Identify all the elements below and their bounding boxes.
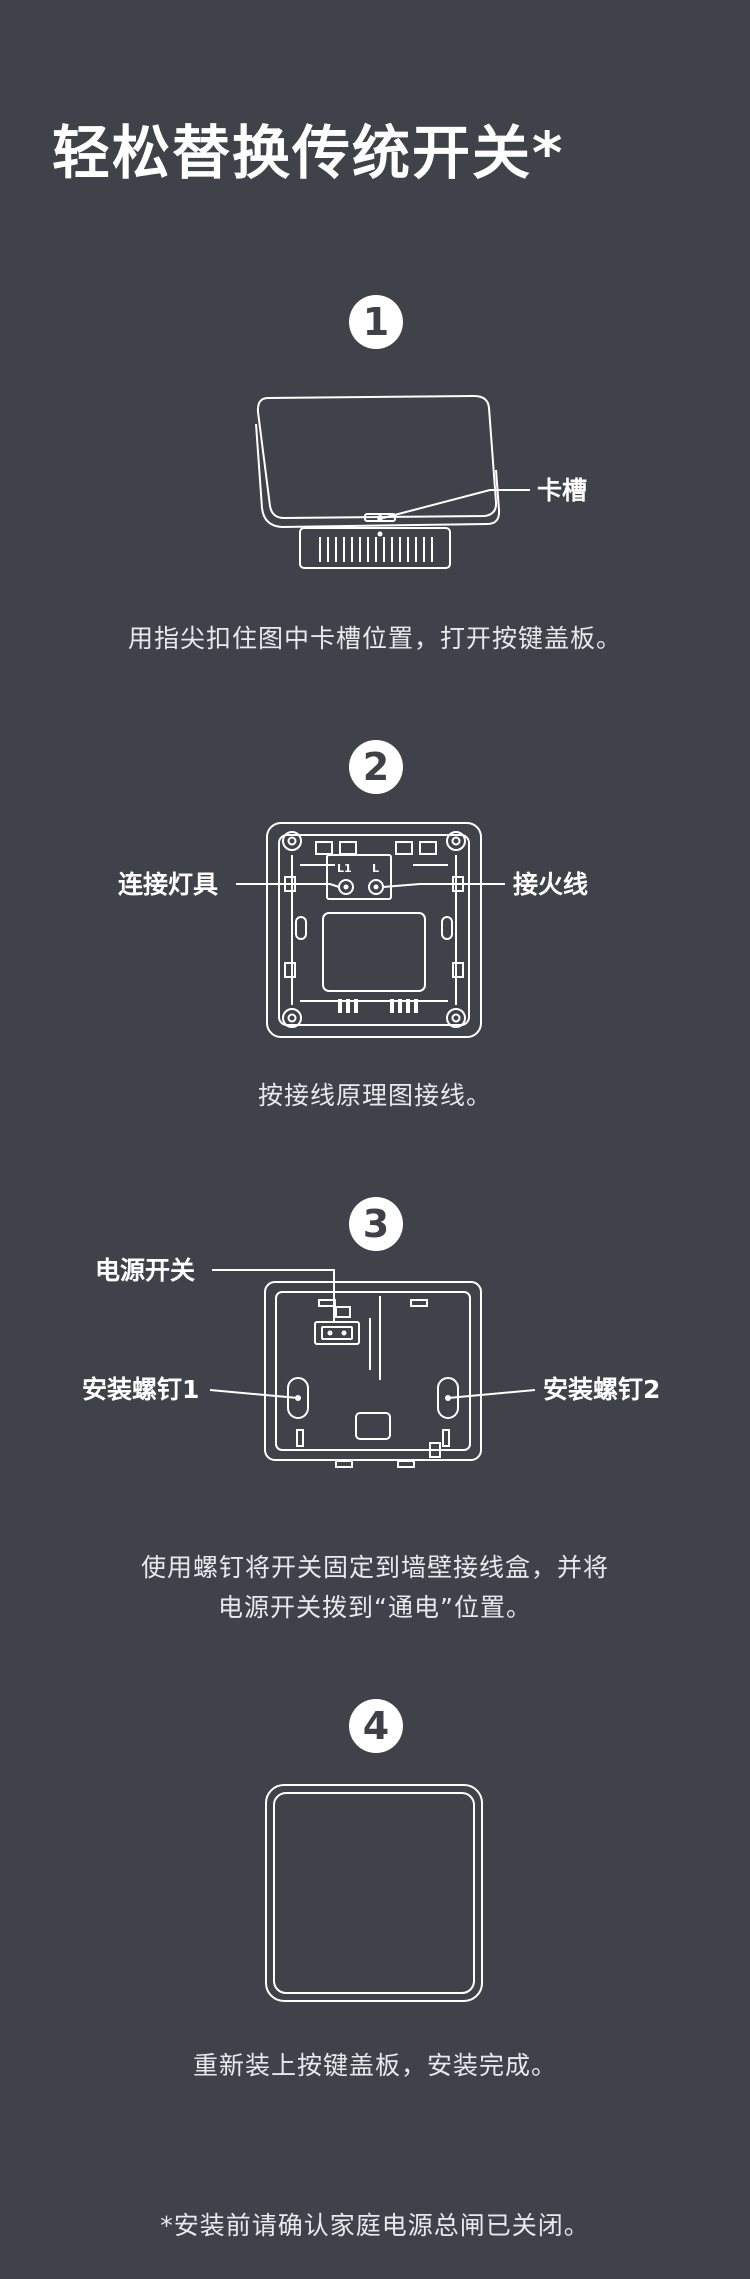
step-1-illustration (255, 394, 530, 569)
live-wire-label: 接火线 (513, 870, 589, 899)
step-3-caption-line-2: 电源开关拨到“通电”位置。 (218, 1593, 532, 1622)
slot-label: 卡槽 (537, 476, 588, 505)
lamp-label: 连接灯具 (118, 870, 219, 899)
screw-2-label: 安装螺钉2 (543, 1375, 661, 1404)
step-3-illustration (209, 1269, 536, 1468)
step-4-badge: 4 (349, 1699, 403, 1753)
step-3-badge: 3 (349, 1197, 403, 1251)
step-2-caption: 按接线原理图接线。 (257, 1081, 492, 1110)
step-4-illustration (265, 1784, 483, 2002)
screw-1-label: 安装螺钉1 (82, 1375, 200, 1404)
step-2-illustration: L1 L (236, 822, 505, 1038)
step-2-badge: 2 (349, 740, 403, 794)
step-1-badge: 1 (349, 295, 403, 349)
step-4-caption: 重新装上按键盖板，安装完成。 (192, 2051, 557, 2080)
power-switch-label: 电源开关 (95, 1256, 196, 1285)
step-3-caption-line-1: 使用螺钉将开关固定到墙壁接线盒，并将 (140, 1553, 609, 1582)
terminal-l1-text: L1 (337, 862, 352, 875)
step-1-vents (319, 537, 433, 562)
terminal-l-text: L (372, 862, 379, 875)
footnote: *安装前请确认家庭电源总闸已关闭。 (160, 2211, 590, 2240)
page-title: 轻松替换传统开关* (52, 119, 565, 187)
step-1-caption: 用指尖扣住图中卡槽位置，打开按键盖板。 (127, 624, 622, 653)
